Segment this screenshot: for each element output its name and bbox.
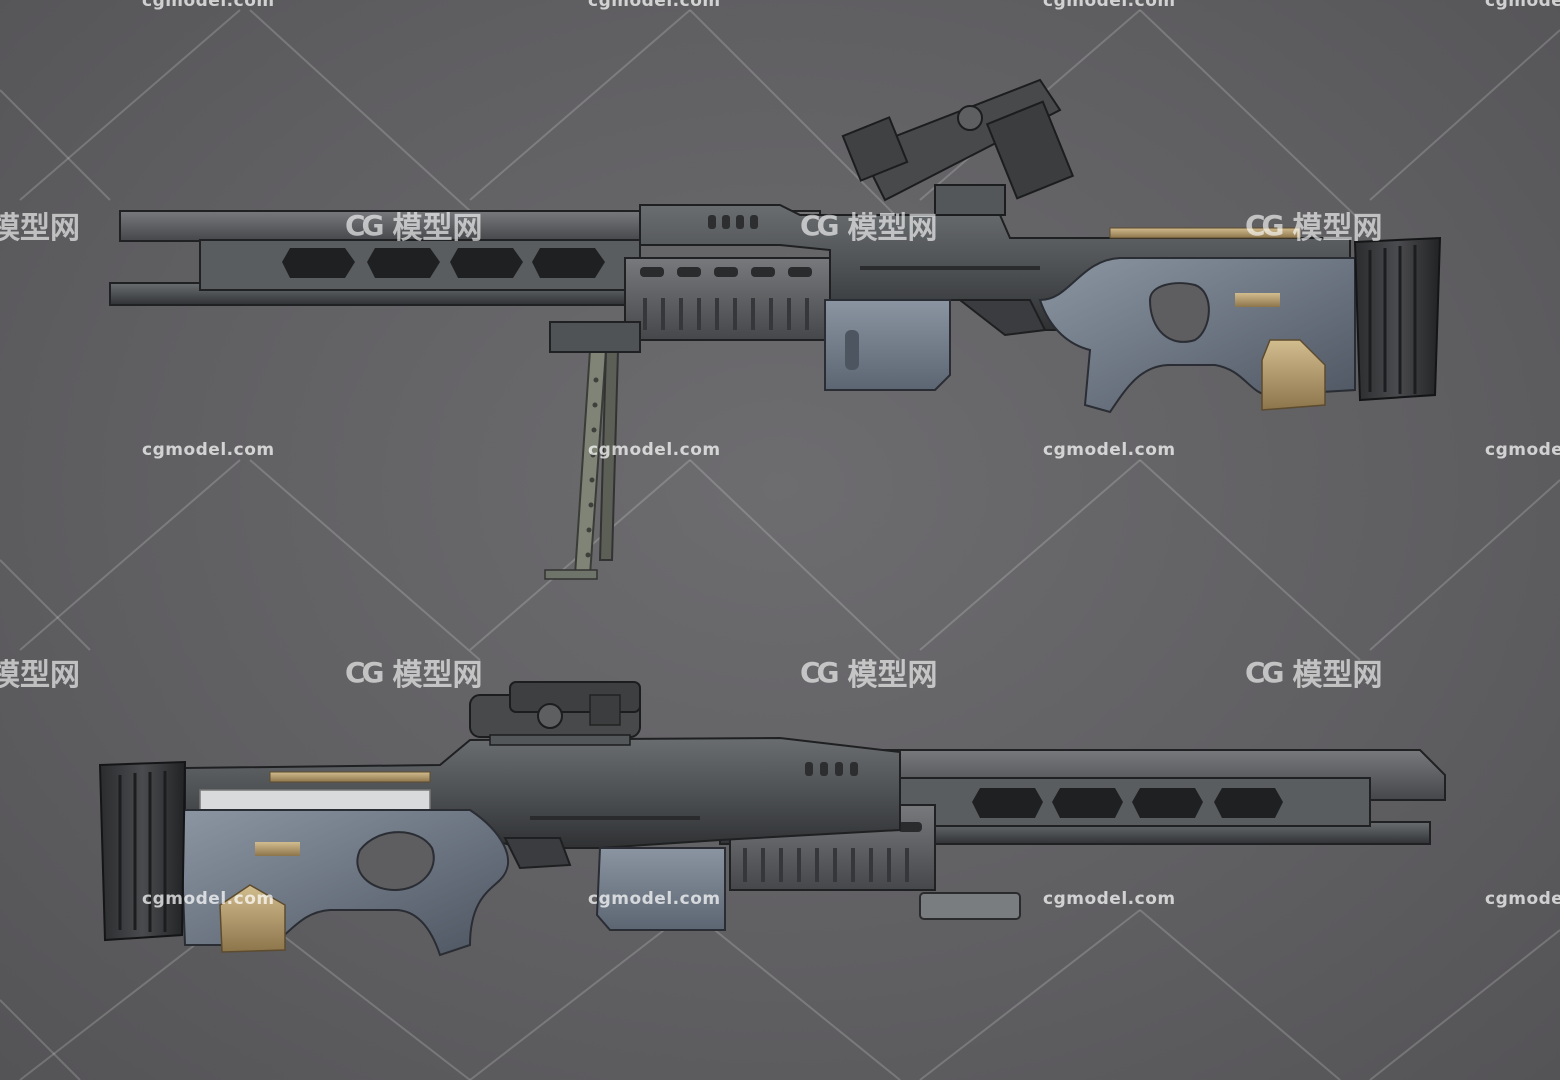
watermark-brand-text: 模型网 <box>0 658 80 693</box>
watermark-site: cgmodel.com <box>1043 889 1176 909</box>
watermark-site: cgmodel.com <box>588 0 721 11</box>
cg-logo-icon: CG <box>345 655 384 689</box>
watermark-site: cgmodel.com <box>1043 0 1176 11</box>
cg-logo-icon: CG <box>1245 655 1284 689</box>
cg-logo-icon: CG <box>345 208 384 242</box>
watermark-site: cgmodel.com <box>588 440 721 460</box>
watermark-site: cgmodel.com <box>1485 0 1560 11</box>
watermark-brand: 模型网 <box>0 650 80 694</box>
cg-logo-icon: CG <box>1245 208 1284 242</box>
watermark-brand-text: 模型网 <box>392 658 483 693</box>
watermark-brand-text: 模型网 <box>847 658 938 693</box>
watermark-site: cgmodel.com <box>1485 889 1560 909</box>
watermark-brand-text: 模型网 <box>392 211 483 246</box>
scope-bottom <box>469 681 641 746</box>
watermark-brand: 模型网 <box>0 203 80 247</box>
cg-logo-icon: CG <box>800 208 839 242</box>
watermark-site: cgmodel.com <box>588 889 721 909</box>
scope-top <box>841 78 1075 216</box>
watermark-brand-text: 模型网 <box>0 211 80 246</box>
watermark-site: cgmodel.com <box>142 0 275 11</box>
watermark-site: cgmodel.com <box>1485 440 1560 460</box>
watermark-brand-text: 模型网 <box>847 211 938 246</box>
rifle-bottom <box>98 681 1446 957</box>
cg-logo-icon: CG <box>800 655 839 689</box>
watermark-brand-text: 模型网 <box>1292 658 1383 693</box>
watermark-site: cgmodel.com <box>142 440 275 460</box>
watermark-site: cgmodel.com <box>142 889 275 909</box>
bipod <box>544 349 620 580</box>
watermark-brand-text: 模型网 <box>1292 211 1383 246</box>
rifle-top <box>109 78 1442 580</box>
watermark-site: cgmodel.com <box>1043 440 1176 460</box>
